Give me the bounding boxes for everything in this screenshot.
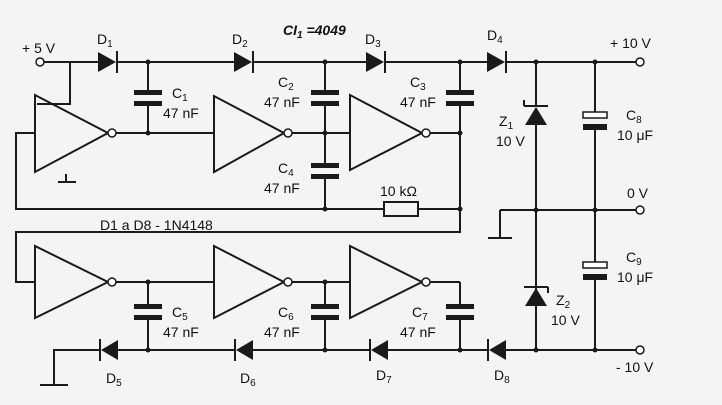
c3-label: C3: [410, 74, 426, 93]
resistor: [383, 201, 419, 217]
cap-c9: [582, 261, 608, 280]
diode-d1: [98, 51, 118, 73]
rail-minus10-label: - 10 V: [616, 359, 654, 375]
cap-c5: [134, 304, 162, 320]
d1-label: D1: [97, 31, 113, 50]
wire: [15, 132, 384, 210]
c4-value: 47 nF: [264, 180, 300, 196]
cap-c1: [134, 90, 162, 106]
rail-plus10-label: + 10 V: [610, 35, 652, 51]
diode-d6: [234, 339, 253, 361]
cap-c2: [311, 90, 339, 106]
c8-label: C8: [626, 107, 642, 126]
cap-c8: [582, 111, 608, 130]
c1-value: 47 nF: [163, 105, 199, 121]
resistor-label: 10 kΩ: [380, 183, 417, 199]
c1-label: C1: [172, 85, 188, 104]
minus10-terminal: [635, 345, 645, 355]
plus10-terminal: [635, 57, 645, 67]
z2-label: Z2: [556, 292, 571, 311]
c3-value: 47 nF: [400, 94, 436, 110]
d6-label: D6: [240, 370, 256, 389]
diode-d5: [99, 339, 118, 361]
d2-label: D2: [232, 31, 248, 50]
c4-label: C4: [278, 160, 294, 179]
c2-label: C2: [278, 74, 294, 93]
d8-label: D8: [494, 367, 510, 386]
c8-value: 10 μF: [617, 127, 653, 143]
rail-zero-label: 0 V: [627, 185, 649, 201]
ic-title: CI1 =4049: [283, 22, 346, 41]
wire: [37, 62, 71, 105]
c9-label: C9: [626, 249, 642, 268]
wire: [15, 209, 461, 283]
diode-type-note: D1 a D8 - 1N4148: [100, 217, 213, 233]
z2-value: 10 V: [551, 312, 580, 328]
zero-terminal: [635, 205, 645, 215]
diode-d7: [369, 339, 388, 361]
c7-value: 47 nF: [400, 324, 436, 340]
diode-d2: [234, 51, 254, 73]
cap-c3: [446, 90, 474, 106]
z1-value: 10 V: [496, 133, 525, 149]
zener-z2: [524, 286, 549, 306]
rail-plus5-label: + 5 V: [22, 40, 56, 56]
d3-label: D3: [365, 31, 381, 50]
c6-value: 47 nF: [264, 324, 300, 340]
c9-value: 10 μF: [617, 269, 653, 285]
z1-label: Z1: [499, 113, 514, 132]
c7-label: C7: [412, 304, 428, 323]
inverter-1: [34, 93, 117, 174]
inverter-2: [213, 94, 293, 174]
zener-z1: [523, 100, 548, 125]
cap-c6: [311, 304, 339, 320]
cap-c7: [446, 304, 474, 320]
diode-d3: [366, 51, 386, 73]
d5-label: D5: [106, 370, 122, 389]
diode-d8: [487, 339, 506, 361]
cap-c4: [311, 163, 339, 179]
plus5-terminal: [35, 57, 45, 67]
c5-value: 47 nF: [163, 324, 199, 340]
d7-label: D7: [376, 367, 392, 386]
diode-d4: [487, 51, 507, 73]
c6-label: C6: [278, 304, 294, 323]
wire: [53, 349, 100, 385]
inverter-4: [34, 244, 117, 320]
c5-label: C5: [172, 304, 188, 323]
d4-label: D4: [487, 27, 503, 46]
c2-value: 47 nF: [264, 94, 300, 110]
